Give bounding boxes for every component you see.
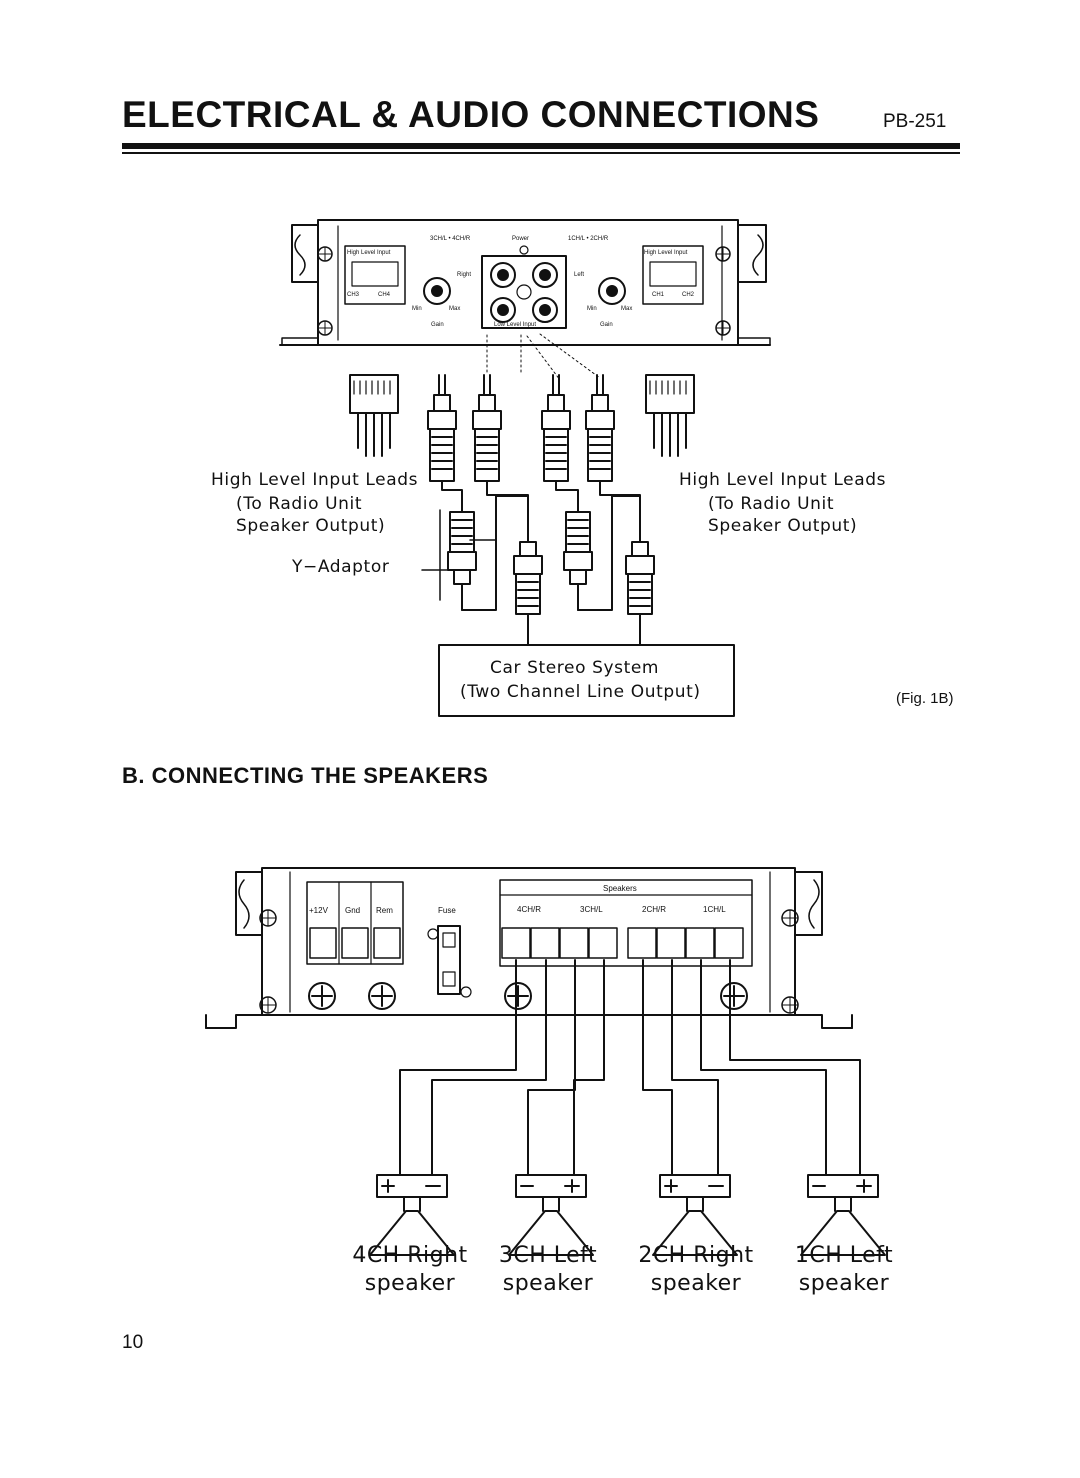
amp-max-right: Max [621, 306, 633, 312]
section-b-title: B. CONNECTING THE SPEAKERS [122, 763, 489, 788]
speaker-4ch-sub: speaker [364, 1271, 456, 1296]
amp-ch-pair-right: 1CH/L • 2CH/R [568, 236, 609, 242]
figure-label: (Fig. 1B) [896, 690, 954, 707]
amp-min-right: Min [587, 306, 597, 312]
amp-ch4-label: CH4 [378, 292, 391, 298]
left-leads-line1: High Level Input Leads [211, 470, 419, 490]
stereo-box-line1: Car Stereo System [490, 658, 660, 678]
right-leads-line2: (To Radio Unit [708, 494, 835, 514]
speaker-3ch-sub: speaker [502, 1271, 594, 1296]
amp-left-label: Left [574, 272, 585, 278]
left-leads-line3: Speaker Output) [236, 516, 386, 536]
speaker-wires [399, 959, 861, 1176]
amp-gain-left: Gain [431, 322, 444, 328]
stereo-box-line2: (Two Channel Line Output) [460, 682, 701, 702]
fuse-label: Fuse [438, 906, 456, 915]
speaker-1ch-label: 1CH Left [794, 1243, 894, 1268]
car-stereo-box [438, 644, 735, 717]
page-title: ELECTRICAL & AUDIO CONNECTIONS [122, 94, 820, 135]
amp-min-left: Min [412, 306, 422, 312]
power-term-rem: Rem [376, 906, 393, 915]
speaker-2ch-label: 2CH Right [638, 1243, 754, 1268]
channel-4chr: 4CH/R [517, 905, 542, 914]
speaker-3ch-label: 3CH Left [498, 1243, 598, 1268]
title-rule-thin [122, 152, 960, 154]
speakers-header: Speakers [603, 884, 637, 893]
right-leads-line3: Speaker Output) [708, 516, 858, 536]
amp-right-label: Right [457, 272, 472, 278]
amp-ch-pair-left: 3CH/L • 4CH/R [430, 236, 471, 242]
high-level-lead-left [349, 374, 399, 457]
rca-plugs-row2 [447, 509, 655, 615]
amp-max-left: Max [449, 306, 461, 312]
amp-high-level-input-left: High Level Input [347, 250, 391, 256]
amp-low-level-input: Low Level Input [494, 322, 537, 328]
amp-ch1-label: CH1 [652, 292, 665, 298]
speaker-1ch-sub: speaker [798, 1271, 890, 1296]
power-term-gnd: Gnd [345, 906, 361, 915]
stereo-wires [461, 495, 641, 646]
left-leads-line2: (To Radio Unit [236, 494, 363, 514]
page-number: 10 [122, 1332, 144, 1353]
amp-high-level-input-right: High Level Input [644, 250, 688, 256]
speaker-icons [369, 1174, 886, 1256]
amplifier-speaker-panel [205, 867, 853, 1029]
amp-ch2-label: CH2 [682, 292, 695, 298]
channel-2chr: 2CH/R [642, 905, 667, 914]
high-level-lead-right [645, 374, 695, 457]
channel-3chl: 3CH/L [580, 905, 603, 914]
y-adaptor-label: Y−Adaptor [292, 557, 390, 577]
right-leads-line1: High Level Input Leads [679, 470, 887, 490]
amp-gain-right: Gain [600, 322, 613, 328]
title-rule-thick [122, 143, 960, 149]
model-number: PB-251 [883, 111, 947, 132]
amplifier-input-panel [279, 219, 771, 381]
channel-1chl: 1CH/L [703, 905, 726, 914]
rca-plugs-row1 [427, 374, 615, 482]
amp-ch3-label: CH3 [347, 292, 360, 298]
speaker-4ch-label: 4CH Right [352, 1243, 468, 1268]
speaker-2ch-sub: speaker [650, 1271, 742, 1296]
power-term-12v: +12V [309, 906, 328, 915]
amp-power-label: Power [512, 236, 530, 242]
